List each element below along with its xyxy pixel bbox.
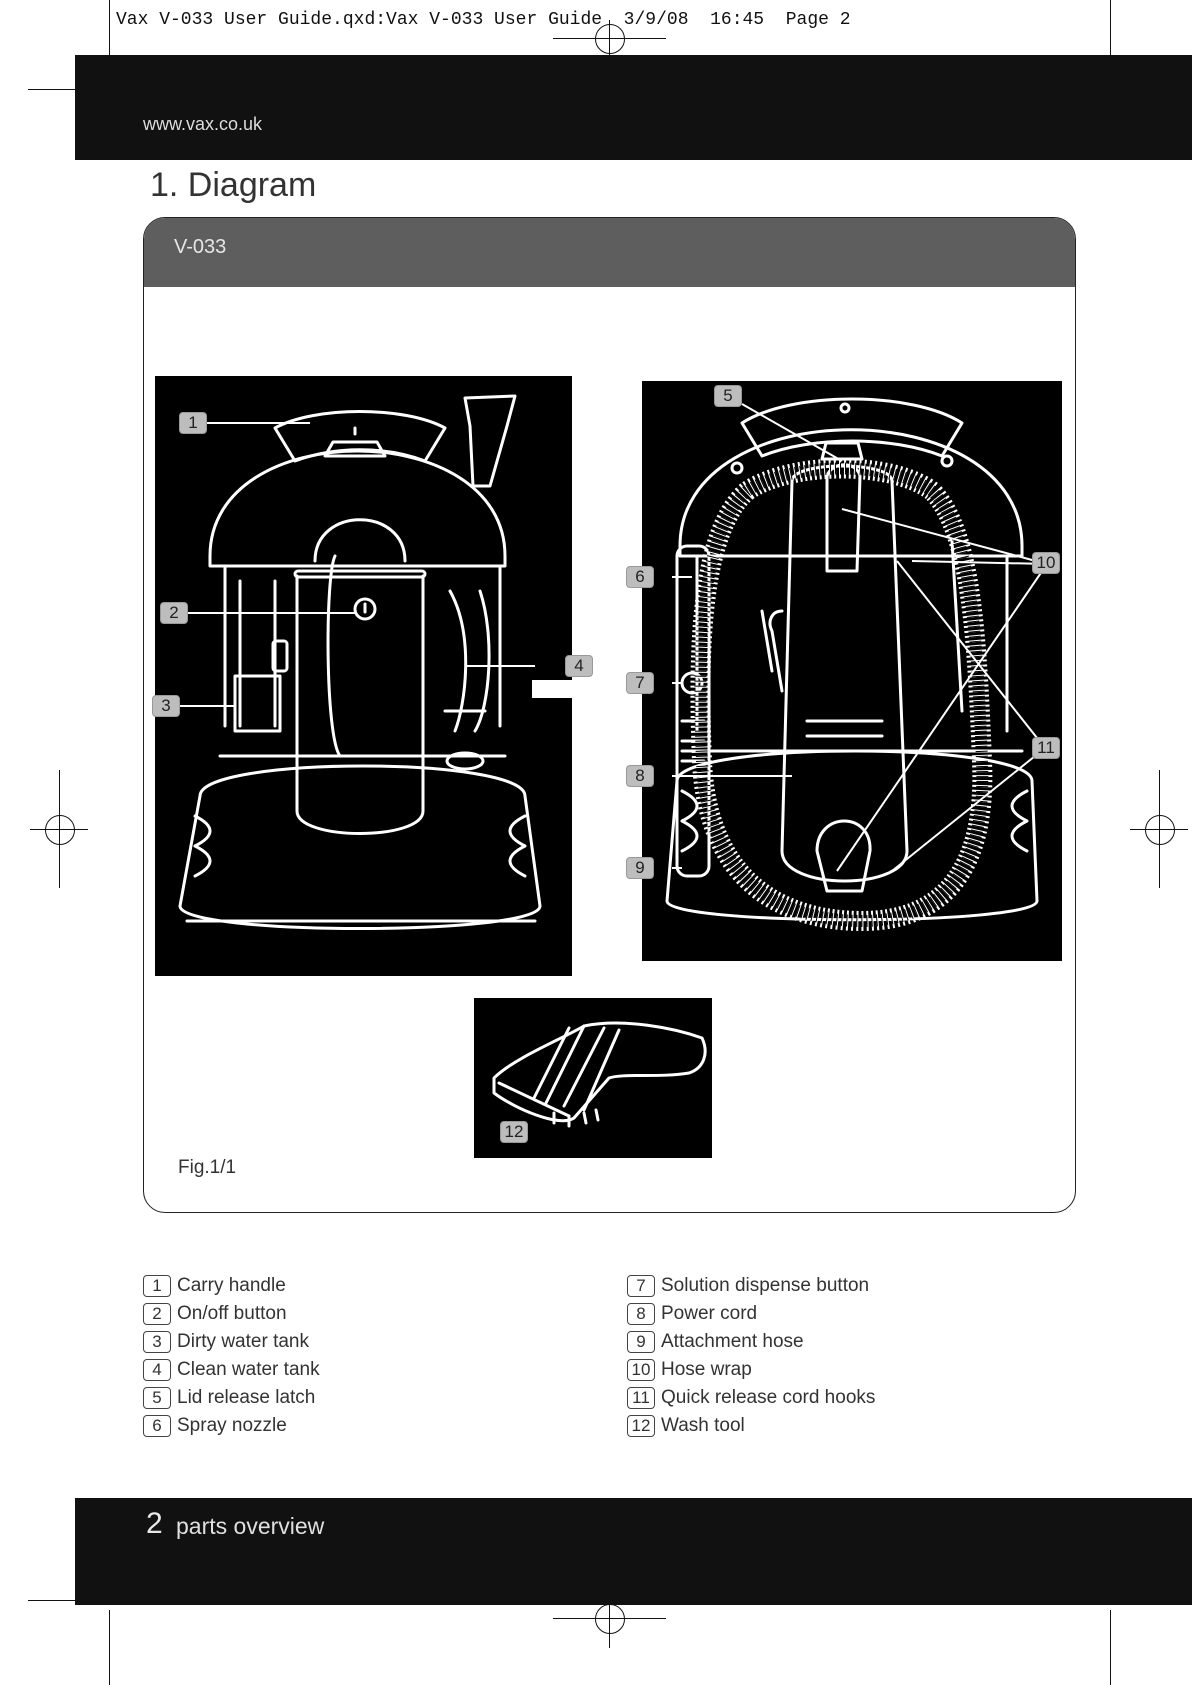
wash-tool-illustration: 12 [474,998,712,1158]
part-number: 8 [627,1303,655,1325]
part-label: On/off button [177,1303,287,1324]
part-label: Lid release latch [177,1387,316,1408]
model-name: V-033 [174,236,227,258]
crop-mark [1110,0,1112,75]
list-item: 4 Clean water tank [143,1356,320,1384]
part-number: 6 [143,1415,171,1437]
part-label: Clean water tank [177,1359,320,1380]
callout-7: 7 [626,672,654,694]
part-label: Hose wrap [661,1359,752,1380]
list-item: 3 Dirty water tank [143,1328,320,1356]
page-number: 2 [146,1507,163,1540]
figure-caption: Fig.1/1 [178,1157,237,1178]
part-number: 4 [143,1359,171,1381]
list-item: 11 Quick release cord hooks [627,1384,875,1412]
list-item: 12 Wash tool [627,1412,875,1440]
crop-mark [109,0,111,75]
crop-mark [1110,1610,1112,1685]
crop-mark [28,1600,88,1602]
callout-3: 3 [152,695,180,717]
section-title: 1. Diagram [150,166,317,204]
part-label: Carry handle [177,1275,286,1296]
callout-12: 12 [500,1121,528,1143]
part-label: Solution dispense button [661,1275,870,1296]
list-item: 10 Hose wrap [627,1356,875,1384]
callout-1: 1 [179,412,207,434]
rear-view-illustration: 5 6 7 8 9 10 11 [626,381,1062,961]
part-number: 10 [627,1359,655,1381]
part-number: 2 [143,1303,171,1325]
callout-6: 6 [626,566,654,588]
front-view-illustration: 1 2 3 4 [152,376,593,976]
callout-2: 2 [160,602,188,624]
website-url: www.vax.co.uk [143,114,263,134]
part-number: 9 [627,1331,655,1353]
crop-mark [28,89,88,91]
list-item: 9 Attachment hose [627,1328,875,1356]
parts-list-left: 1 Carry handle 2 On/off button 3 Dirty wate… [143,1272,320,1440]
footer-band [75,1498,1192,1605]
registration-mark [45,815,75,845]
callout-10: 10 [1032,552,1060,574]
callout-8: 8 [626,765,654,787]
part-label: Attachment hose [661,1331,804,1352]
part-label: Dirty water tank [177,1331,309,1352]
part-label: Quick release cord hooks [661,1387,876,1408]
part-label: Spray nozzle [177,1415,287,1436]
list-item: 5 Lid release latch [143,1384,320,1412]
part-number: 11 [627,1387,655,1409]
part-label: Power cord [661,1303,758,1324]
callout-4: 4 [565,655,593,677]
registration-mark [595,1604,625,1634]
list-item: 7 Solution dispense button [627,1272,875,1300]
footer-section-label: parts overview [176,1513,325,1539]
list-item: 8 Power cord [627,1300,875,1328]
header-band [75,55,1192,160]
registration-mark [595,24,625,54]
part-number: 12 [627,1415,655,1437]
panel-header: V-033 [144,218,1075,287]
part-label: Wash tool [661,1415,745,1436]
list-item: 6 Spray nozzle [143,1412,320,1440]
print-slug: Vax V-033 User Guide.qxd:Vax V-033 User … [116,10,851,30]
crop-mark [109,1610,111,1685]
callout-5: 5 [714,385,742,407]
callout-11: 11 [1032,737,1060,759]
part-number: 3 [143,1331,171,1353]
list-item: 1 Carry handle [143,1272,320,1300]
part-number: 5 [143,1387,171,1409]
registration-mark [1145,815,1175,845]
part-number: 1 [143,1275,171,1297]
list-item: 2 On/off button [143,1300,320,1328]
callout-9: 9 [626,857,654,879]
part-number: 7 [627,1275,655,1297]
